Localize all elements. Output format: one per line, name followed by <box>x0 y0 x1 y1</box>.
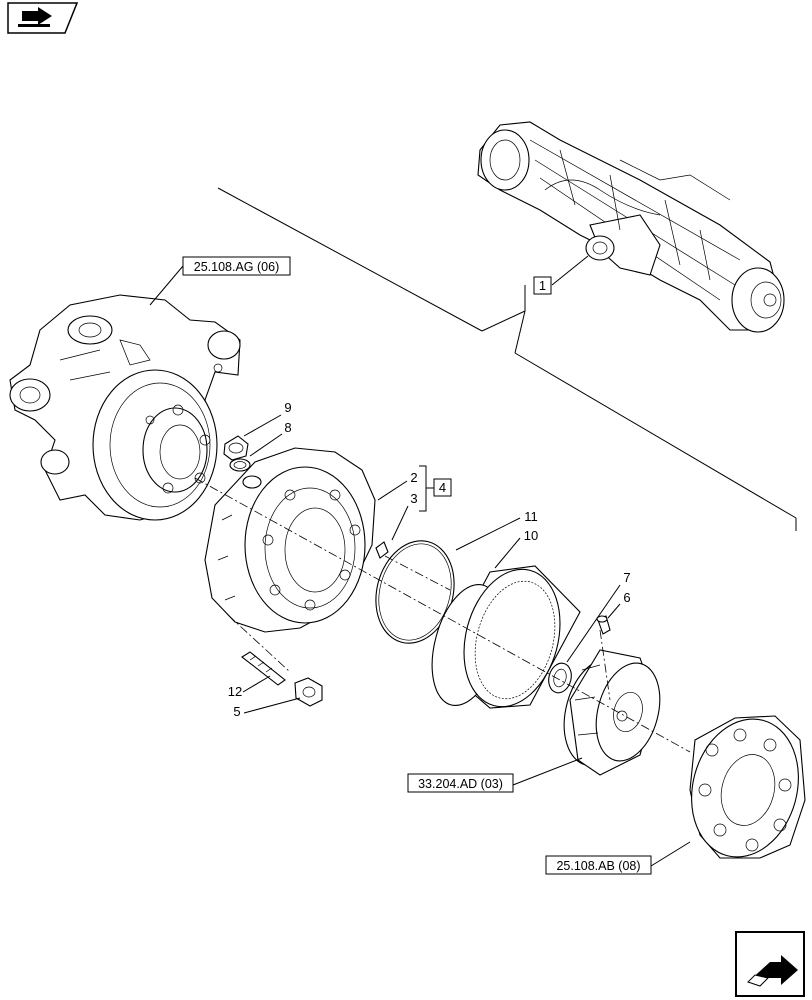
part-stud <box>241 651 286 686</box>
part-seal-ring <box>229 458 251 472</box>
svg-text:25.108.AB (08): 25.108.AB (08) <box>556 859 640 873</box>
assembly-axis-lines <box>194 477 691 753</box>
callout-bracket-4: 4 <box>419 465 452 512</box>
book-arrow-icon[interactable] <box>7 2 79 34</box>
part-ring-gear <box>431 565 581 709</box>
svg-text:3: 3 <box>410 491 417 506</box>
wheel-carrier-housing <box>204 447 376 633</box>
callout-7: 7 <box>566 570 631 663</box>
next-page-arrow-icon[interactable] <box>735 931 805 997</box>
svg-text:6: 6 <box>623 590 630 605</box>
callout-8: 8 <box>249 420 292 457</box>
svg-text:25.108.AG (06): 25.108.AG (06) <box>194 260 279 274</box>
reference-leader-lines <box>217 187 797 531</box>
svg-text:4: 4 <box>439 480 446 495</box>
callout-2: 2 <box>377 470 418 501</box>
steering-knuckle <box>9 294 241 521</box>
svg-text:9: 9 <box>284 400 291 415</box>
reference-planetary-carrier[interactable]: 33.204.AD (03) <box>407 757 583 793</box>
part-plug <box>223 435 249 461</box>
callout-12: 12 <box>228 675 271 699</box>
svg-text:10: 10 <box>524 528 538 543</box>
callout-9: 9 <box>243 400 292 437</box>
part-nut <box>294 677 323 707</box>
svg-text:2: 2 <box>410 470 417 485</box>
callout-6: 6 <box>607 590 631 619</box>
wheel-hub <box>689 715 806 859</box>
svg-text:11: 11 <box>524 509 538 524</box>
svg-text:1: 1 <box>539 278 546 293</box>
part-pin <box>375 541 389 559</box>
svg-text:33.204.AD (03): 33.204.AD (03) <box>418 777 503 791</box>
svg-text:12: 12 <box>228 684 242 699</box>
axle-assembly <box>477 121 785 333</box>
svg-text:7: 7 <box>623 570 630 585</box>
reference-hub[interactable]: 25.108.AB (08) <box>545 841 691 875</box>
callout-1: 1 <box>533 276 552 295</box>
planetary-carrier <box>563 649 661 776</box>
reference-knuckle[interactable]: 25.108.AG (06) <box>149 256 291 306</box>
part-screw <box>596 615 611 635</box>
callout-11: 11 <box>455 509 538 551</box>
callout-3: 3 <box>391 491 418 541</box>
callout-5: 5 <box>233 697 301 719</box>
svg-text:8: 8 <box>284 420 291 435</box>
callout-10: 10 <box>494 528 538 569</box>
svg-text:5: 5 <box>233 704 240 719</box>
